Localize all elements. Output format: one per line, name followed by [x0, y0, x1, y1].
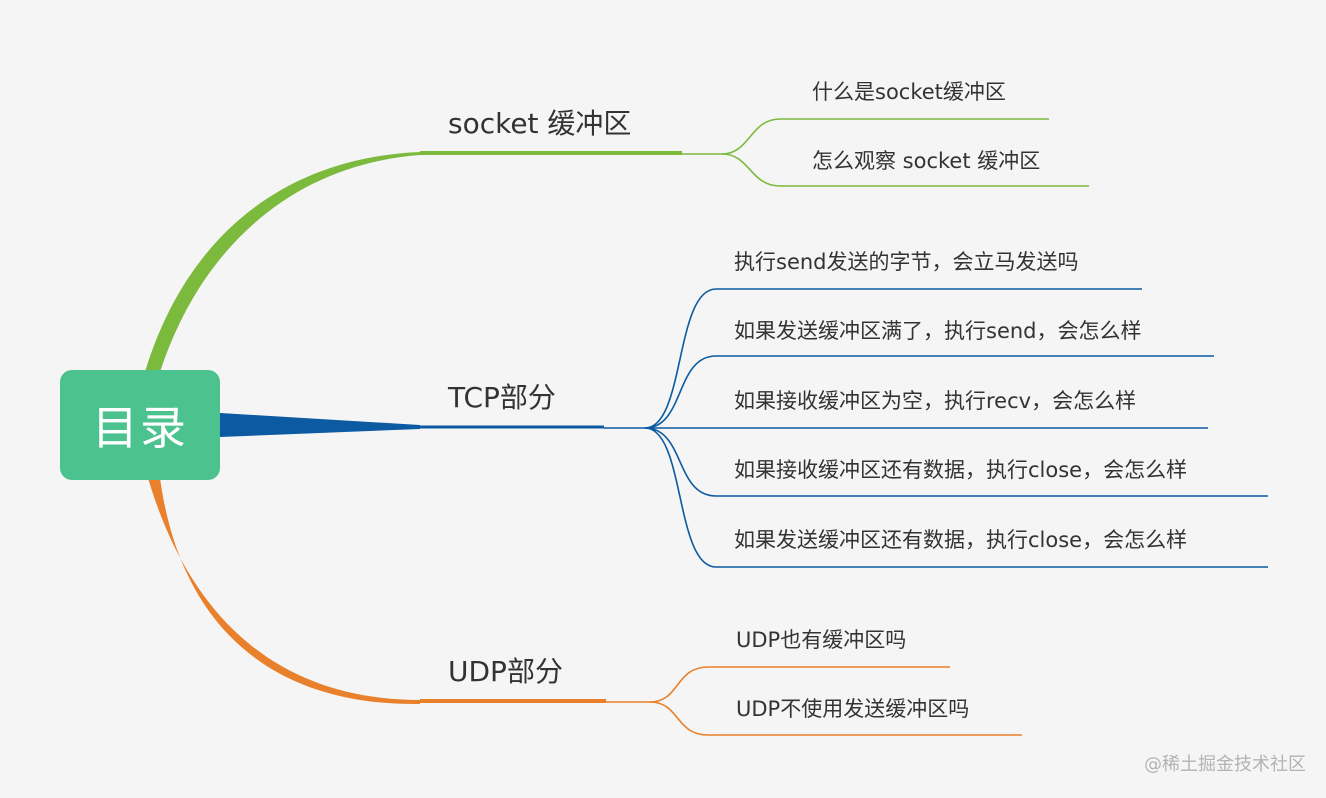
leaf-socket-1[interactable]: 什么是socket缓冲区	[812, 80, 1006, 104]
leaf-udp-1[interactable]: UDP也有缓冲区吗	[736, 628, 907, 652]
branch-socket-label[interactable]: socket 缓冲区	[448, 107, 632, 140]
connector-tcp-leaf-1	[604, 288, 1142, 429]
branch-udp-label[interactable]: UDP部分	[448, 655, 563, 688]
leaf-tcp-5[interactable]: 如果发送缓冲区还有数据，执行close，会怎么样	[734, 528, 1188, 552]
root-node[interactable]: 目录	[60, 370, 220, 480]
ribbon-socket	[145, 152, 420, 372]
watermark: @稀土掘金技术社区	[1144, 754, 1306, 775]
ribbon-udp	[148, 478, 420, 705]
connector-tcp-leaf-5	[644, 427, 1268, 568]
leaf-socket-2[interactable]: 怎么观察 socket 缓冲区	[812, 149, 1041, 173]
leaf-udp-2[interactable]: UDP不使用发送缓冲区吗	[736, 697, 970, 721]
connector-udp-leaf-2	[649, 701, 1022, 736]
connector-socket-leaf-2	[721, 153, 1089, 187]
root-label: 目录	[92, 401, 188, 455]
ribbon-tcp	[220, 413, 420, 437]
connector-tcp-leaf-4	[644, 427, 1268, 497]
leaf-tcp-4[interactable]: 如果接收缓冲区还有数据，执行close，会怎么样	[734, 458, 1188, 482]
connector-tcp-leaf-2	[644, 355, 1214, 429]
leaf-tcp-1[interactable]: 执行send发送的字节，会立马发送吗	[734, 250, 1079, 274]
leaf-tcp-2[interactable]: 如果发送缓冲区满了，执行send，会怎么样	[734, 319, 1142, 343]
leaf-tcp-3[interactable]: 如果接收缓冲区为空，执行recv，会怎么样	[734, 389, 1137, 413]
branch-tcp-label[interactable]: TCP部分	[448, 381, 556, 414]
